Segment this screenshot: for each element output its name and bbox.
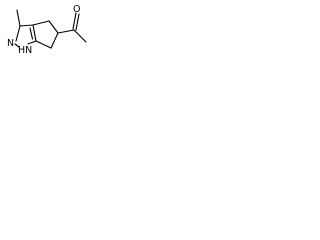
bond-c6a-n1 (27, 40, 37, 45)
bond-c3a-c4 (32, 20, 50, 26)
bond-c3-c3a (19, 24, 34, 27)
molecule-structure: HN N O (7, 4, 87, 56)
bond-c3a-c6a (32, 24, 37, 42)
bond-c6-c6a (35, 40, 52, 49)
bond-carbonyl-oxygen-a (72, 12, 77, 30)
bond-c4-c5 (48, 20, 59, 34)
bond-n2-c3 (15, 25, 21, 42)
bond-c3a-c6a-inner (29, 27, 34, 40)
atom-label-n1: HN (18, 45, 32, 56)
bond-carbonyl-oxygen-b (75, 13, 80, 31)
bond-n1-n2 (14, 43, 20, 48)
bond-carbonyl-methyl (73, 29, 87, 43)
bond-c5-carbonyl (57, 29, 75, 34)
molecule-canvas: HN N O (0, 0, 103, 72)
bond-c3-methyl (16, 9, 21, 27)
atom-label-o1: O (73, 4, 80, 15)
bond-c5-c6 (50, 32, 59, 49)
atom-label-n2: N (7, 38, 14, 49)
